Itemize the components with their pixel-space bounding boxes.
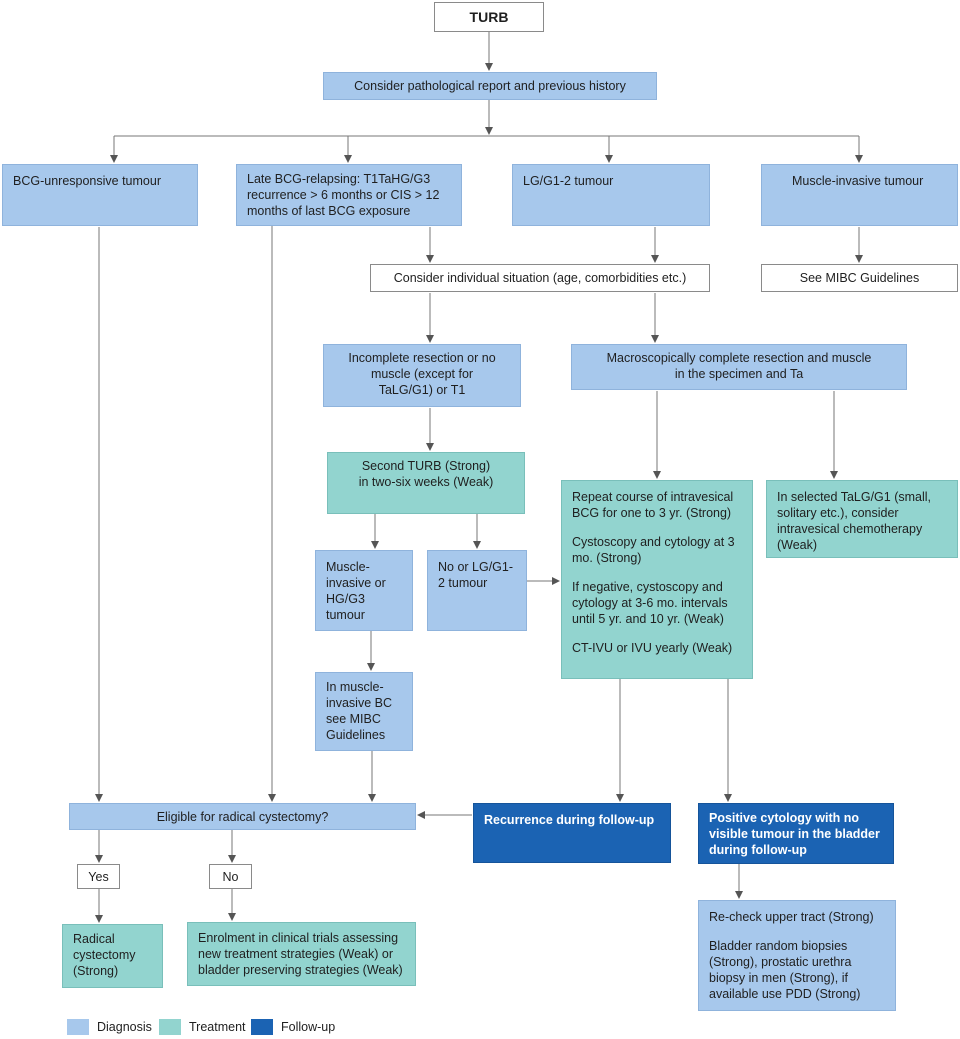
radical-cystectomy-box: Radical cystectomy (Strong): [62, 924, 163, 988]
bcg-unresponsive-box: BCG-unresponsive tumour: [2, 164, 198, 226]
legend-diagnosis-swatch: [67, 1019, 89, 1035]
see-mibc-guidelines-box: See MIBC Guidelines: [761, 264, 958, 292]
repeat-bcg-text: Repeat course of intravesical BCG for on…: [572, 490, 734, 520]
recheck-upper-tract-box: Re-check upper tract (Strong) Bladder ra…: [698, 900, 896, 1011]
legend-followup-swatch: [251, 1019, 273, 1035]
legend-treatment-label: Treatment: [189, 1020, 246, 1034]
eligible-radical-cystectomy-box: Eligible for radical cystectomy?: [69, 803, 416, 830]
late-bcg-relapsing-box: Late BCG-relapsing: T1TaHG/G3 recurrence…: [236, 164, 462, 226]
second-turb-box: Second TURB (Strong) in two-six weeks (W…: [327, 452, 525, 514]
recheck-upper-tract-text: Re-check upper tract (Strong): [709, 910, 874, 924]
cystoscopy-interval-text: If negative, cystoscopy and cytology at …: [572, 580, 728, 626]
in-muscle-invasive-bc-box: In muscle-invasive BC see MIBC Guideline…: [315, 672, 413, 751]
consider-individual-situation-box: Consider individual situation (age, como…: [370, 264, 710, 292]
no-lg-tumour-box: No or LG/G1-2 tumour: [427, 550, 527, 631]
no-option: No: [209, 864, 252, 889]
yes-option: Yes: [77, 864, 120, 889]
incomplete-resection-box: Incomplete resection or no muscle (excep…: [323, 344, 521, 407]
enrolment-clinical-trials-box: Enrolment in clinical trials assessing n…: [187, 922, 416, 986]
ct-ivu-text: CT-IVU or IVU yearly (Weak): [572, 641, 733, 655]
legend-diagnosis-label: Diagnosis: [97, 1020, 152, 1034]
legend-treatment-swatch: [159, 1019, 181, 1035]
lg-tumour-box: LG/G1-2 tumour: [512, 164, 710, 226]
legend-diagnosis: Diagnosis: [67, 1019, 152, 1035]
positive-cytology-box: Positive cytology with no visible tumour…: [698, 803, 894, 864]
turb-box: TURB: [434, 2, 544, 32]
bladder-random-biopsies-text: Bladder random biopsies (Strong), prosta…: [709, 939, 861, 1001]
consider-report-box: Consider pathological report and previou…: [323, 72, 657, 100]
legend-followup-label: Follow-up: [281, 1020, 336, 1034]
cystoscopy-3mo-text: Cystoscopy and cytology at 3 mo. (Strong…: [572, 535, 735, 565]
selected-talg-box: In selected TaLG/G1 (small, solitary etc…: [766, 480, 958, 558]
macroscopically-complete-box: Macroscopically complete resection and m…: [571, 344, 907, 390]
legend-followup: Follow-up: [251, 1019, 335, 1035]
muscle-invasive-tumour-box: Muscle-invasive tumour: [761, 164, 958, 226]
repeat-bcg-course-box: Repeat course of intravesical BCG for on…: [561, 480, 753, 679]
muscle-invasive-hg-box: Muscle-invasive or HG/G3 tumour: [315, 550, 413, 631]
recurrence-follow-up-box: Recurrence during follow-up: [473, 803, 671, 863]
legend-treatment: Treatment: [159, 1019, 246, 1035]
